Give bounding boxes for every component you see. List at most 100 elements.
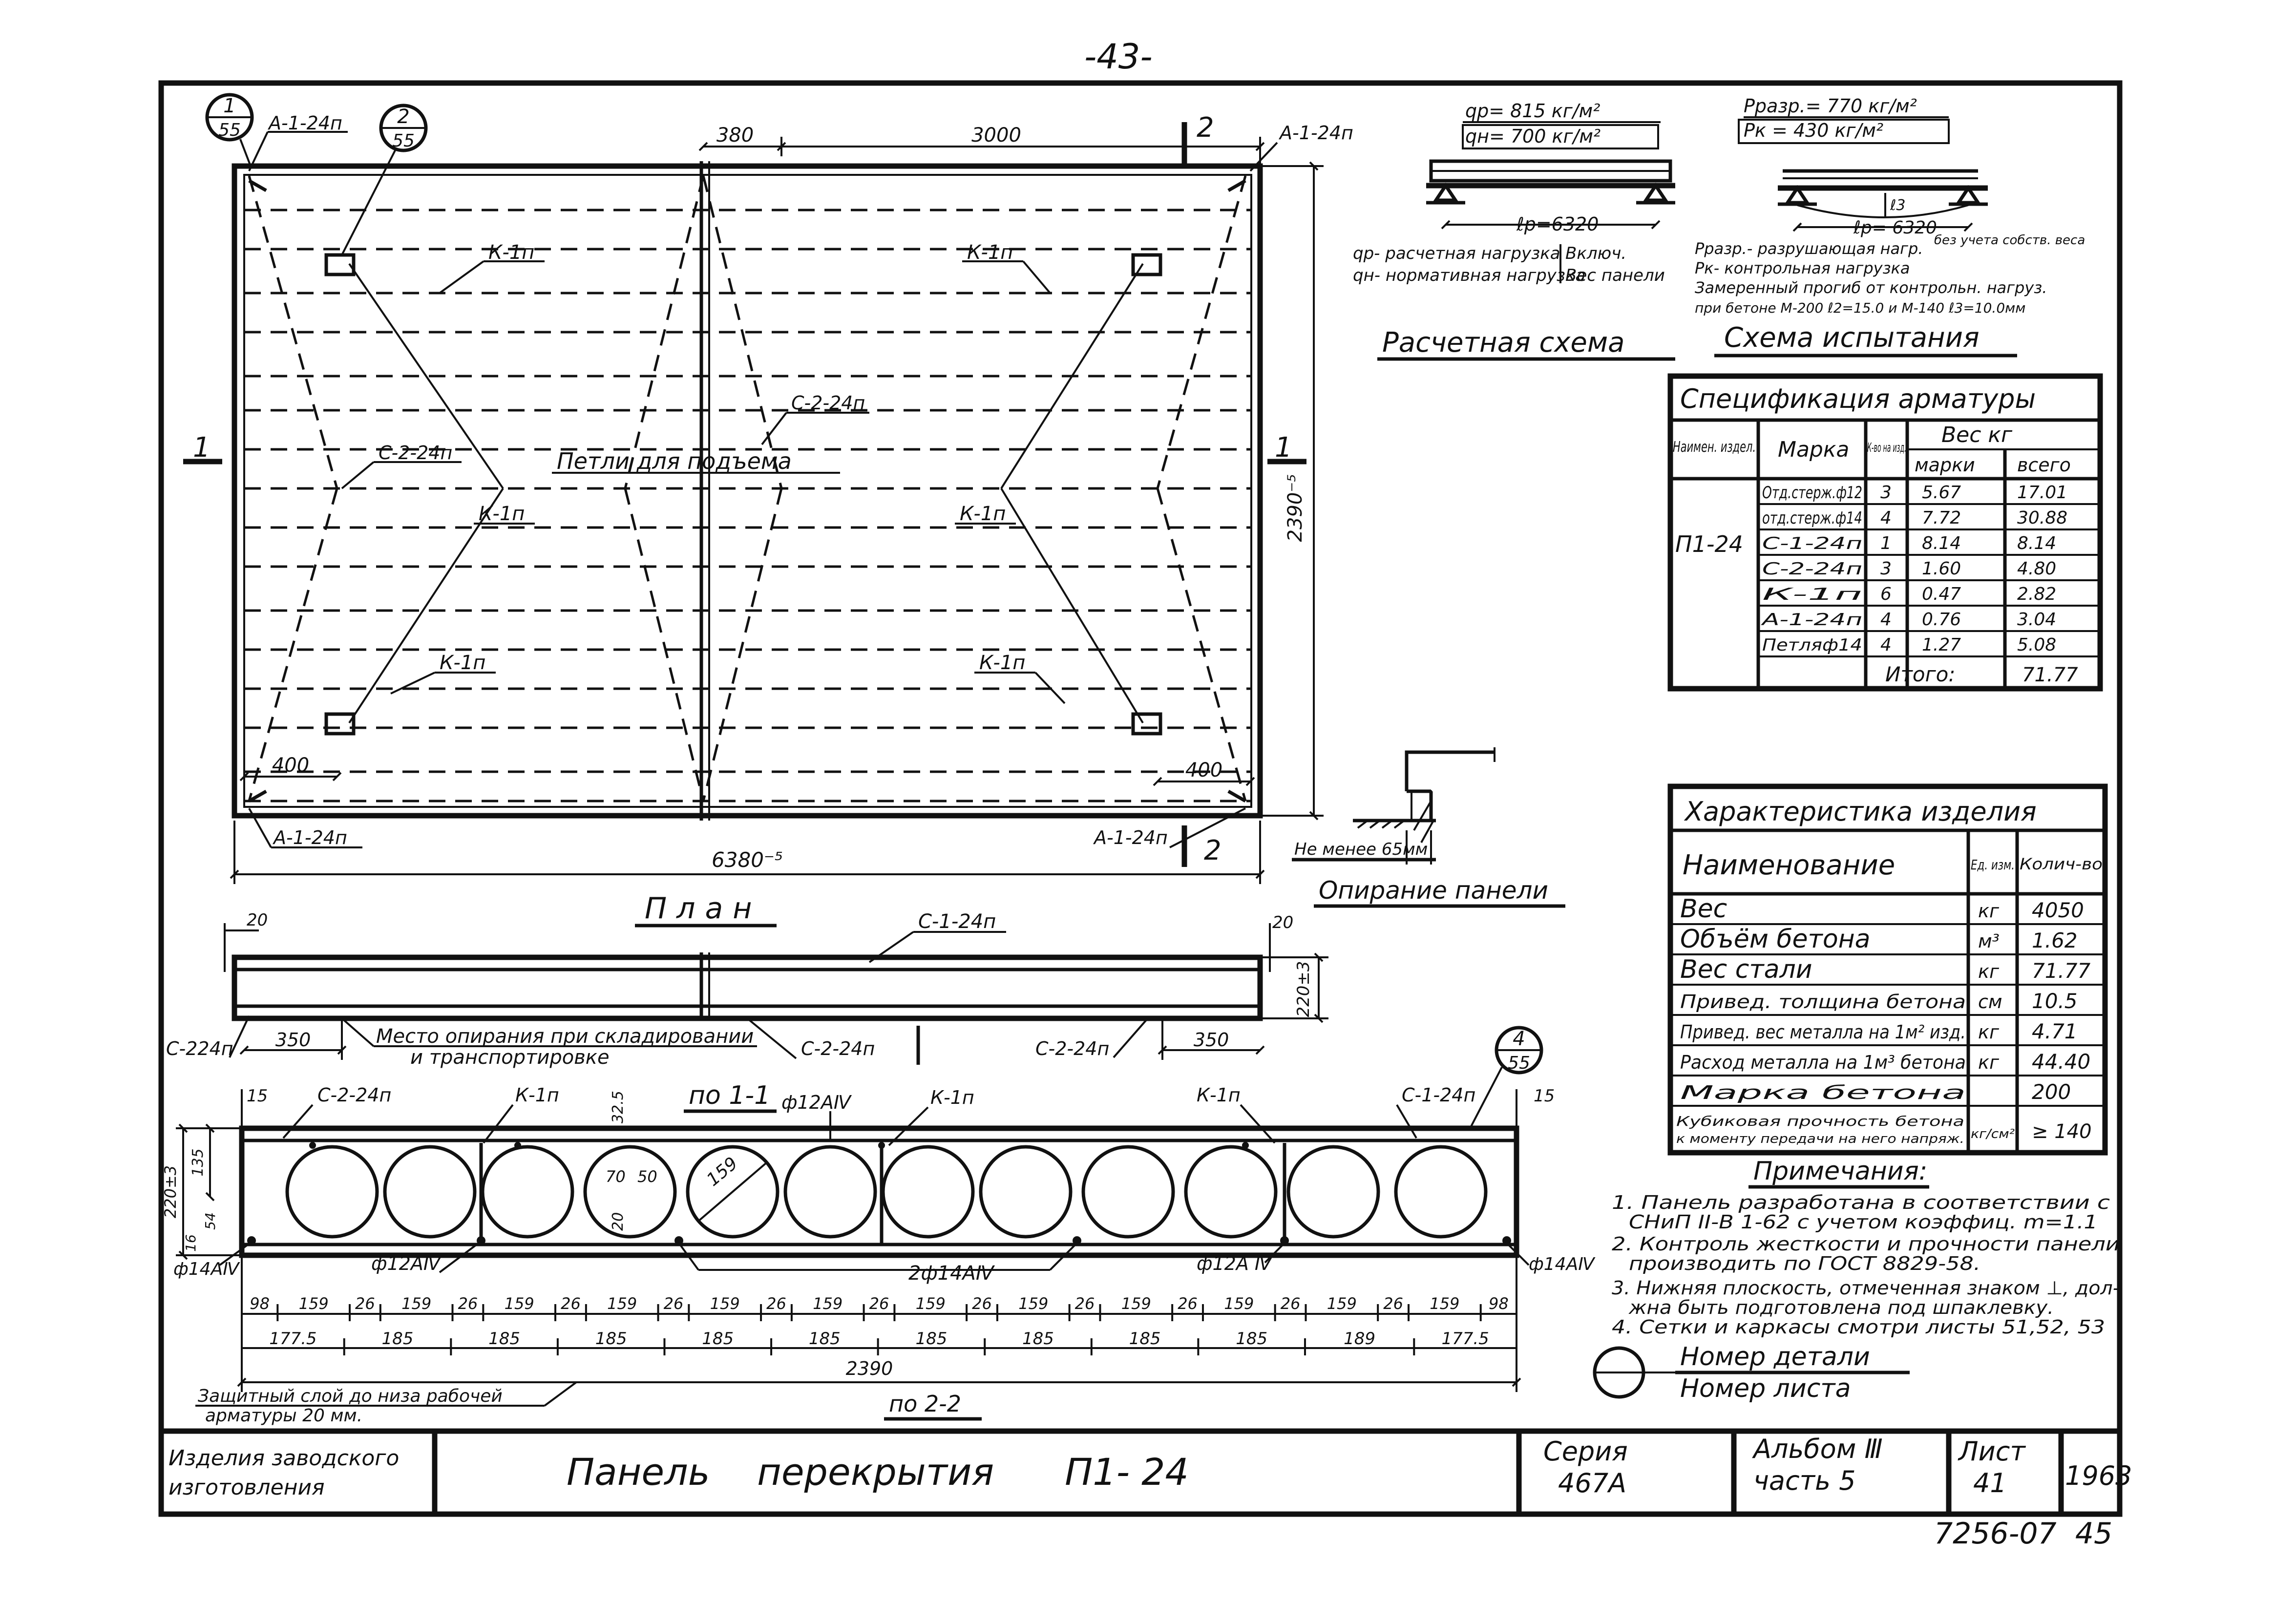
corner-anchor: [248, 789, 267, 803]
dim-value: 98: [1489, 1294, 1509, 1313]
storage-note-1: Место опирания при складировании: [376, 1025, 754, 1048]
char-qty: 4050: [2032, 898, 2084, 922]
hidden-diagonal: [702, 175, 783, 489]
spec-qty: 4: [1880, 635, 1892, 655]
test-note-2: Рк- контрольная нагрузка: [1695, 259, 1910, 277]
char-qty: 71.77: [2032, 959, 2091, 983]
spec-per: 8.14: [1922, 533, 1961, 553]
label-k1-b: К-1п: [930, 1087, 974, 1108]
calc-note-1: qр- расчетная нагрузка: [1353, 244, 1560, 263]
dim-350-right-text: 350: [1194, 1029, 1229, 1051]
dim-height-text: 220±3: [1294, 961, 1313, 1017]
label-c2: С-2-24п: [317, 1084, 391, 1106]
dim-value: 26: [1075, 1294, 1095, 1313]
callout-a1-tr: А-1-24п: [1278, 122, 1353, 144]
dim-value: 159: [607, 1294, 637, 1313]
detail-ref-4: 4 55: [1495, 1026, 1543, 1075]
plan-title: План: [645, 891, 761, 926]
test-l3: ℓ3: [1890, 197, 1905, 214]
dia-159: 159: [703, 1153, 741, 1190]
dim-value: 26: [766, 1294, 786, 1313]
dim-3000: 3000: [971, 124, 1021, 147]
callout-k1: К-1п: [960, 503, 1006, 525]
dim-value: 159: [299, 1294, 329, 1313]
note-2a: 2. Контроль жесткости и прочности панели: [1612, 1233, 2120, 1255]
section-2-2-title: по 2-2: [889, 1391, 961, 1417]
spec-qty: 3: [1880, 483, 1892, 503]
char-unit: см: [1978, 991, 2002, 1013]
hidden-diagonal: [624, 488, 705, 802]
spec-h-per: марки: [1915, 454, 1975, 476]
callout-k1: К-1п: [440, 652, 485, 674]
leader: [1469, 1067, 1503, 1129]
dim-value: 26: [664, 1294, 684, 1313]
char-name: Марка бетона: [1680, 1082, 1966, 1103]
hidden-diagonal: [248, 488, 338, 802]
dim-value: 159: [1327, 1294, 1357, 1313]
dim-value: 159: [1430, 1294, 1459, 1313]
spec-total: 5.08: [2017, 635, 2056, 655]
char-name: Привед. вес металла на 1м² изд.: [1680, 1021, 1966, 1043]
label-phi14-left: ф14АⅣ: [173, 1259, 240, 1279]
spec-total: 2.82: [2017, 584, 2056, 604]
char-name: Вес: [1680, 894, 1727, 924]
char-h-qty: Колич-во: [2020, 855, 2103, 873]
lifting-loop: [1131, 253, 1162, 276]
char-table: Характеристика изделия Наименование Ед. …: [1667, 783, 2108, 1156]
tb-sheet-2: 41: [1973, 1468, 2007, 1498]
leader: [746, 1017, 797, 1059]
hidden-diagonal: [248, 175, 338, 489]
void-circle: [285, 1145, 379, 1239]
panel-outline: [232, 163, 1263, 819]
callout-c2: С-2-24п: [791, 392, 865, 414]
callout-c2-right: С-2-24п: [1035, 1038, 1109, 1059]
loop-line: [1000, 263, 1144, 489]
leader: [248, 131, 269, 171]
label-phi12-top: ф12АⅣ: [781, 1092, 852, 1113]
char-cube-qty: ≥ 140: [2032, 1120, 2092, 1143]
corner-anchor: [1227, 179, 1246, 192]
spec-table: Спецификация арматуры Наимен. издел. Мар…: [1667, 373, 2103, 692]
section-2-top: 2: [1197, 112, 1214, 144]
spec-per: 0.47: [1922, 584, 1961, 604]
notes-title: Примечания:: [1753, 1157, 1927, 1186]
label-phi12-left: ф12АⅣ: [371, 1253, 442, 1274]
leader: [1506, 1242, 1530, 1266]
spec-mark: отд.стерж.ф14: [1762, 508, 1862, 528]
note-3b: жна быть подготовлена под шпаклевку.: [1628, 1297, 2054, 1318]
callout-k1: К-1п: [479, 503, 525, 525]
rebar-dot: [674, 1236, 683, 1245]
notes: Примечания: 1. Панель разработана в соот…: [1612, 1157, 2120, 1338]
leader: [282, 1104, 314, 1139]
dim-20-right-text: 20: [1272, 913, 1293, 932]
char-qty: 200: [2032, 1080, 2071, 1104]
dim-total: 2390: [846, 1358, 893, 1379]
leader: [229, 1015, 250, 1058]
leader: [1240, 1104, 1276, 1144]
callout-k1: К-1п: [967, 241, 1013, 264]
leader: [219, 1242, 251, 1266]
callout-a1-br: А-1-24п: [1093, 827, 1168, 848]
dim-value: 159: [1224, 1294, 1254, 1313]
calc-qn: qн= 700 кг/м²: [1465, 126, 1601, 147]
cover-note-1: Защитный слой до низа рабочей: [198, 1386, 503, 1406]
leader: [761, 412, 787, 445]
dim-380: 380: [716, 124, 754, 147]
svg-text:55: 55: [218, 120, 241, 140]
callout-c2: С-2-24п: [379, 442, 452, 464]
test-note-4: при бетоне М-200 ℓ2=15.0 и М-140 ℓ3=10.0…: [1695, 300, 2025, 316]
dim-value: 159: [1121, 1294, 1151, 1313]
spec-per: 5.67: [1922, 483, 1961, 503]
elevation-view: 20 20 С-1-24п 220±3 С-224п 350 Место опи…: [166, 910, 1328, 1069]
leader: [1249, 142, 1278, 172]
char-unit: кг: [1978, 1052, 2000, 1073]
char-name: Расход металла на 1м³ бетона: [1680, 1052, 1966, 1073]
leader: [888, 1106, 929, 1146]
void-circle: [881, 1145, 975, 1239]
spec-sum-label: Итого:: [1885, 662, 1956, 686]
panel-inner-outline: [243, 174, 1252, 808]
calc-scheme: qр= 815 кг/м² qн= 700 кг/м² ℓр=6320 qр- …: [1353, 100, 1675, 361]
callout-c2-mid: С-2-24п: [801, 1038, 875, 1059]
spec-mark: К-1п: [1762, 585, 1862, 604]
dim-value: 26: [869, 1294, 889, 1313]
